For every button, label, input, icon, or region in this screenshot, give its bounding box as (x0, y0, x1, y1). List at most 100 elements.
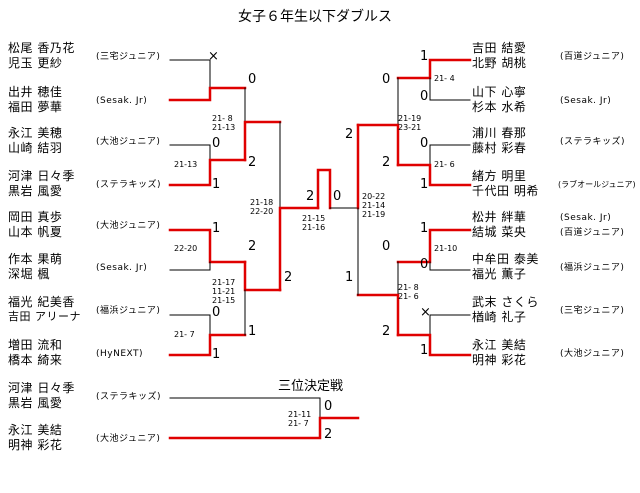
page-title: 女子６年生以下ダブルス (238, 9, 392, 25)
result-mark: 0 (212, 136, 221, 151)
result-mark: 0 (382, 239, 391, 254)
third-place-match (168, 397, 360, 440)
club-name: (Sesak. Jr) (96, 96, 148, 106)
player-name: 児玉 更紗 (8, 56, 63, 70)
player-name: 福光 紀美香 (8, 295, 75, 309)
left-r2-match-2 (243, 260, 282, 336)
result-mark: 1 (420, 221, 429, 236)
player-name: 松尾 香乃花 (8, 41, 75, 55)
right-r1-match-4 (396, 314, 472, 357)
result-mark: 1 (212, 347, 221, 362)
player-name: 楢崎 礼子 (472, 310, 527, 324)
right-r1-match-2 (396, 144, 472, 187)
player-name: 深堀 楓 (8, 267, 50, 281)
player-name: 岡田 真歩 (8, 210, 63, 224)
club-name: (Sesak. Jr) (560, 96, 612, 106)
club-name: (百道ジュニア) (560, 52, 625, 62)
left-r1-match-2 (168, 144, 247, 187)
club-name: (ステラキッズ) (96, 180, 162, 190)
result-mark: × (420, 305, 431, 320)
club-name: (大池ジュニア) (96, 434, 161, 444)
player-name: 緒方 明里 (472, 169, 527, 183)
left-r1-match-1 (168, 59, 247, 102)
player-name: 山下 心寧 (472, 85, 527, 99)
club-name: (大池ジュニア) (96, 137, 161, 147)
score-left-r2-a: 21- 8 21-13 (212, 114, 236, 132)
player-name: 黒岩 風愛 (8, 396, 63, 410)
player-name: 藤村 彩春 (472, 141, 527, 155)
result-mark: 2 (324, 427, 333, 442)
score-third: 21-11 21- 7 (288, 410, 312, 428)
right-r2-match-2 (356, 261, 400, 337)
player-name: 河津 日々季 (8, 381, 75, 395)
result-mark: 0 (382, 72, 391, 87)
result-mark: 1 (420, 177, 429, 192)
left-semi (278, 121, 320, 292)
player-name: 橋本 綺来 (8, 353, 63, 367)
player-name: 永江 美結 (8, 423, 63, 437)
score-right-r1-c: 21-10 (434, 244, 458, 253)
player-name: 吉田 結愛 (472, 41, 527, 55)
score-right-r2-b: 21- 8 21- 6 (398, 283, 419, 301)
player-name: 黒岩 風愛 (8, 184, 63, 198)
result-mark: 2 (284, 270, 293, 285)
result-mark: 2 (248, 155, 257, 170)
result-mark: 2 (248, 239, 257, 254)
result-mark: 2 (382, 324, 391, 339)
club-name: (ステラキッズ) (560, 137, 626, 147)
score-right-r1-a: 21- 4 (434, 74, 455, 83)
player-name: 出井 穂佳 (8, 85, 63, 99)
result-mark: × (208, 49, 219, 64)
player-name: 河津 日々季 (8, 169, 75, 183)
club-name: (HyNEXT) (96, 349, 144, 359)
club-name: (福浜ジュニア) (560, 263, 625, 273)
score-left-semi: 21-18 22-20 (250, 198, 274, 216)
player-name: 結城 菜央 (472, 225, 527, 239)
player-name: 永江 美穂 (8, 126, 63, 140)
result-mark: 0 (333, 189, 342, 204)
result-mark: 2 (382, 155, 391, 170)
result-mark: 1 (212, 221, 221, 236)
player-name: 山本 帆夏 (8, 225, 63, 239)
result-mark: 2 (345, 127, 354, 142)
player-name: 福田 夢華 (8, 100, 63, 114)
result-mark: 2 (306, 189, 315, 204)
club-name: (大池ジュニア) (560, 349, 625, 359)
player-name: 作本 果萌 (8, 252, 63, 266)
club-name: (福浜ジュニア) (96, 306, 161, 316)
result-mark: 1 (420, 343, 429, 358)
player-name: 明神 彩花 (8, 438, 63, 452)
result-mark: 0 (324, 399, 333, 414)
player-name: 浦川 春那 (472, 126, 527, 140)
club-name: (ステラキッズ) (96, 392, 162, 402)
club-name: (三宅ジュニア) (560, 306, 625, 316)
score-left-r1-c: 22-20 (174, 244, 198, 253)
player-name: 吉田 アリーナ (8, 310, 81, 323)
player-name: 増田 流和 (8, 338, 63, 352)
result-mark: 1 (212, 177, 221, 192)
score-left-r2-b: 21-17 11-21 21-15 (212, 278, 236, 305)
player-name: 松井 絆華 (472, 210, 527, 224)
player-name: 千代田 明希 (472, 184, 539, 198)
result-mark: 1 (248, 324, 257, 339)
score-left-r1-b: 21-13 (174, 160, 198, 169)
result-mark: 1 (345, 270, 354, 285)
right-r1-match-1 (396, 58, 472, 101)
club-name: (百道ジュニア) (560, 228, 625, 238)
score-left-r1-d: 21- 7 (174, 330, 195, 339)
result-mark: 0 (420, 257, 429, 272)
right-r2-match-1 (356, 77, 400, 167)
third-place-title: 三位決定戦 (278, 379, 344, 394)
score-final: 21-15 21-16 (302, 214, 326, 232)
result-mark: 0 (420, 89, 429, 104)
score-right-r1-b: 21- 6 (434, 160, 455, 169)
result-mark: 0 (420, 136, 429, 151)
player-name: 中牟田 泰美 (472, 252, 539, 266)
club-name: (Sesak. Jr) (96, 263, 148, 273)
left-r2-match-1 (243, 87, 282, 162)
result-mark: 0 (212, 305, 221, 320)
player-name: 北野 胡桃 (472, 56, 527, 70)
player-name: 山崎 結羽 (8, 141, 63, 155)
